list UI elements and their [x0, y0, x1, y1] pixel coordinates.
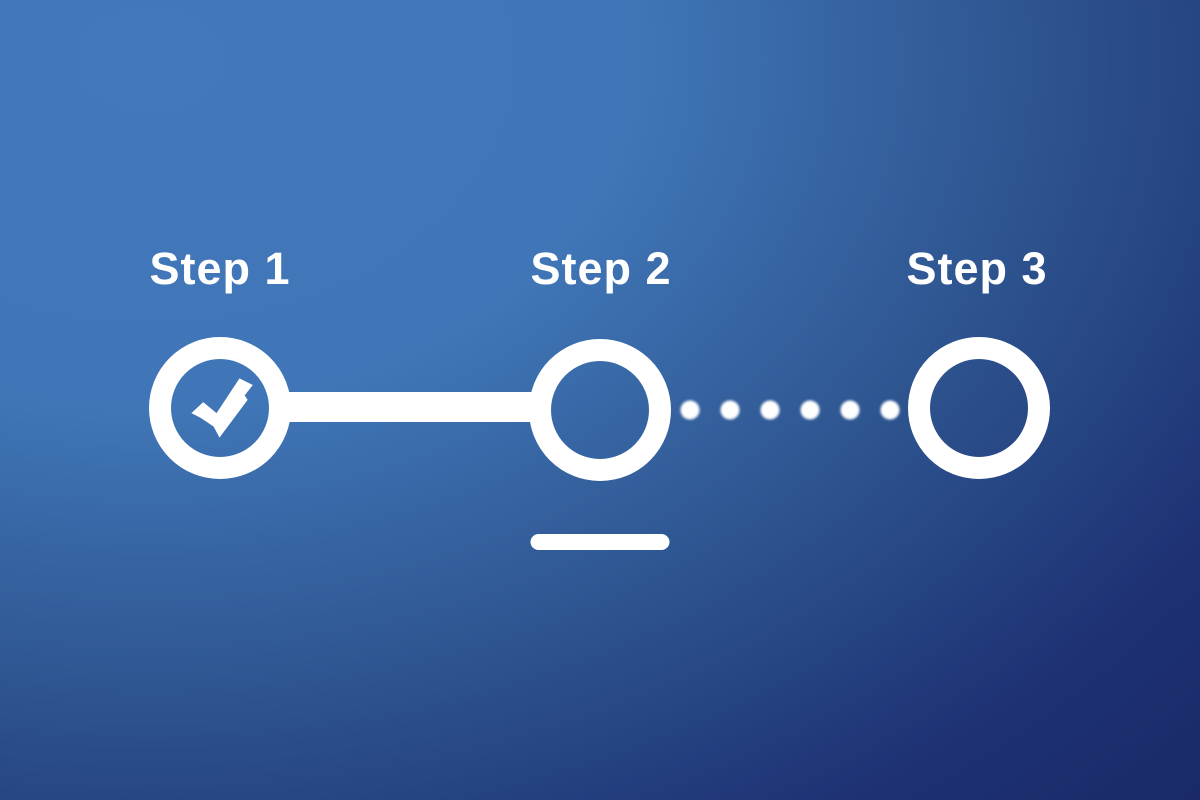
- step-2-node-current[interactable]: [529, 339, 671, 481]
- connector-solid-line: [286, 392, 534, 422]
- step-2-label: Step 2: [530, 243, 672, 294]
- checkmark-icon: [191, 378, 253, 438]
- current-step-underline: [530, 534, 670, 550]
- connector-dot: [720, 400, 740, 420]
- step-1-label: Step 1: [149, 243, 291, 294]
- step-1-node-completed[interactable]: [149, 337, 291, 479]
- connector-dot: [800, 400, 820, 420]
- connector-dot: [880, 400, 900, 420]
- connector-dot: [760, 400, 780, 420]
- connector-dot: [680, 400, 700, 420]
- step-3-node-upcoming[interactable]: [908, 337, 1050, 479]
- connector-dot: [840, 400, 860, 420]
- step-3-label: Step 3: [906, 243, 1048, 294]
